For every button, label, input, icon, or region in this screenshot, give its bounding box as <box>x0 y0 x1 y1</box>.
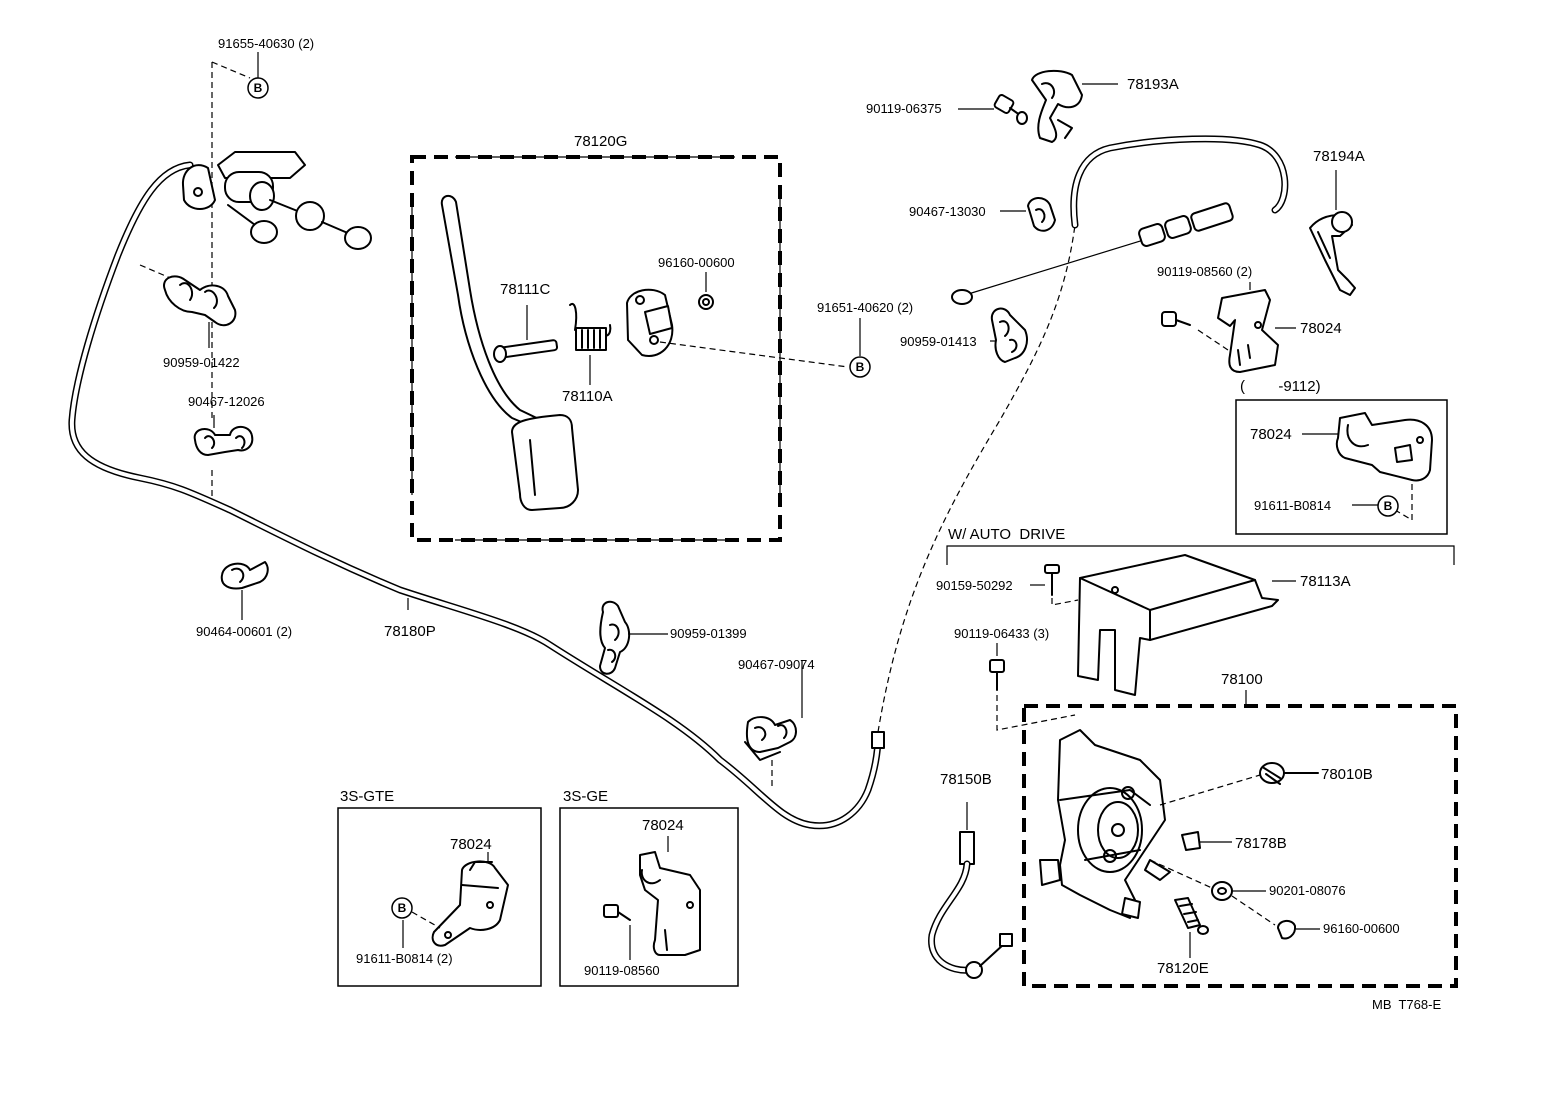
label-78120g: 78120G <box>574 133 627 150</box>
label-90959-01422: 90959-01422 <box>163 355 240 370</box>
svg-text:B: B <box>1384 499 1393 513</box>
auto-drive-section <box>946 545 1455 565</box>
label-96160-00600-a: 96160-00600 <box>658 255 735 270</box>
cable-inner-wire <box>877 135 1289 733</box>
leader-lines <box>257 52 1380 718</box>
label-auto-drive: W/ AUTO DRIVE <box>948 526 1065 543</box>
clip-90467-13030 <box>1000 197 1056 232</box>
label-96160-00600-b: 96160-00600 <box>1323 921 1400 936</box>
svg-text:B: B <box>254 81 263 95</box>
label-90464-00601: 90464-00601 (2) <box>196 624 292 639</box>
bracket-78193a <box>1031 69 1118 143</box>
bolt-90119-06433 <box>989 643 1076 731</box>
label-78178b: 78178B <box>1235 835 1287 852</box>
label-diagram-code: MB T768-E <box>1372 997 1441 1012</box>
screw-90159-50292 <box>1044 564 1079 606</box>
boot-78010b <box>1159 762 1319 806</box>
label-78193a: 78193A <box>1127 76 1179 93</box>
label-90959-01399: 90959-01399 <box>670 626 747 641</box>
part-labels: 91655-40630 (2) 90959-01422 90467-12026 … <box>163 36 1441 1012</box>
svg-text:B: B <box>398 901 407 915</box>
label-3s-ge: 3S-GE <box>563 788 608 805</box>
bracket-78113a <box>1077 554 1296 696</box>
inset-3s-ge <box>559 807 739 987</box>
clamp-90464-00601 <box>220 561 269 620</box>
pivot-bolt-78111c <box>493 305 559 363</box>
label-90467-09074: 90467-09074 <box>738 657 815 672</box>
clip-90959-01399 <box>599 600 668 675</box>
label-78120e: 78120E <box>1157 960 1209 977</box>
throttle-link-assembly <box>139 61 372 500</box>
label-90119-06433: 90119-06433 (3) <box>954 626 1049 641</box>
badge-b-gte: B <box>391 897 413 919</box>
label-91651-40620: 91651-40620 (2) <box>817 300 913 315</box>
pedal-assembly-group <box>410 155 849 542</box>
label-90119-06375: 90119-06375 <box>866 101 942 116</box>
bolt-90119-06375 <box>958 94 1028 125</box>
label-78010b: 78010B <box>1321 766 1373 783</box>
cable-adjust-nut-2 <box>1164 215 1192 239</box>
label-9112: ( -9112) <box>1240 378 1321 395</box>
label-90119-08560-2: 90119-08560 (2) <box>1157 264 1252 279</box>
clip-96160-00600 <box>698 272 714 310</box>
washer-90201-08076 <box>1149 859 1276 926</box>
spring-78120e <box>1174 897 1209 958</box>
pedal-bracket <box>626 288 674 357</box>
cable-adjust-nut-1 <box>1138 223 1166 247</box>
bolt-90119-08560 <box>1161 311 1191 327</box>
label-90159-50292: 90159-50292 <box>936 578 1013 593</box>
label-90119-08560-ge: 90119-08560 <box>584 963 660 978</box>
cable-78150b <box>928 802 1013 979</box>
label-3s-gte: 3S-GTE <box>340 788 394 805</box>
label-78111c: 78111C <box>500 281 550 298</box>
label-78113a: 78113A <box>1300 573 1351 590</box>
label-91611-b0814-inset: 91611-B0814 <box>1254 498 1331 513</box>
label-78024-ge: 78024 <box>642 817 684 834</box>
label-78150b: 78150B <box>940 771 992 788</box>
bracket-78194a <box>1309 170 1356 296</box>
clamp-90467-12026 <box>193 415 254 456</box>
badge-b-inset: B <box>1377 495 1399 517</box>
label-78194a: 78194A <box>1313 148 1365 165</box>
label-78024-gte: 78024 <box>450 836 492 853</box>
label-91611-b0814-gte: 91611-B0814 (2) <box>356 951 453 966</box>
badge-b-pedal: B <box>849 356 871 378</box>
cable-end-sleeve <box>871 731 885 749</box>
cable-end-ball <box>951 289 973 305</box>
actuator-assembly-78100 <box>1022 690 1458 988</box>
clip-96160-00600-b <box>1277 920 1320 940</box>
label-90467-12026: 90467-12026 <box>188 394 265 409</box>
bracket-78024-main <box>1197 282 1296 373</box>
label-90467-13030: 90467-13030 <box>909 204 986 219</box>
clip-78178b <box>1181 831 1232 851</box>
label-78024-inset: 78024 <box>1250 426 1292 443</box>
inset-9112 <box>1235 399 1448 535</box>
clamp-90467-09074 <box>744 716 797 790</box>
clip-90959-01413 <box>990 307 1028 363</box>
cable-threaded-end <box>1190 202 1234 232</box>
label-78024-main: 78024 <box>1300 320 1342 337</box>
label-78100: 78100 <box>1221 671 1263 688</box>
label-90959-01413: 90959-01413 <box>900 334 977 349</box>
label-78110a: 78110A <box>562 388 613 405</box>
label-91655-40630: 91655-40630 (2) <box>218 36 314 51</box>
label-78180p: 78180P <box>384 623 436 640</box>
return-spring-78110a <box>569 302 612 385</box>
clip-90959-01422 <box>163 275 237 348</box>
badge-b-top: B <box>247 77 269 99</box>
inset-3s-gte <box>337 807 542 987</box>
svg-text:B: B <box>856 360 865 374</box>
label-90201-08076: 90201-08076 <box>1269 883 1346 898</box>
